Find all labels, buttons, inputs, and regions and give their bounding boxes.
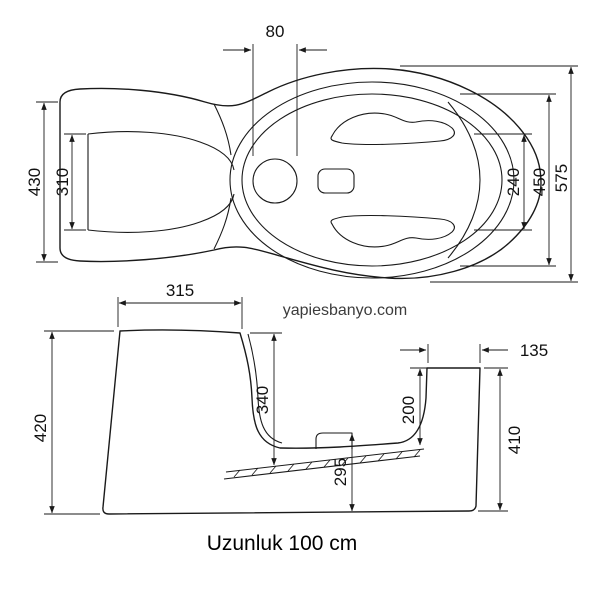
dim-ledge-to-floor-depth: 200: [399, 367, 428, 446]
dim-label-basin-width: 450: [530, 168, 549, 196]
seat-back-contour: [447, 101, 481, 259]
dim-label-right-ledge-width: 135: [520, 341, 548, 360]
dim-label-left-height: 420: [31, 414, 50, 442]
overflow-fitting: [317, 168, 355, 194]
basin-inner-rim: [241, 93, 503, 267]
dim-overall-width: 575: [400, 65, 578, 283]
dim-label-pedestal-top-width: 315: [166, 281, 194, 300]
dim-left-height: 420: [31, 330, 114, 515]
dim-label-drain-to-base-height: 295: [331, 458, 350, 486]
slope-channel-top-line: [225, 448, 425, 473]
lower-jet-contour: [330, 214, 455, 248]
front-view: 315 135 420 410 340: [31, 281, 548, 515]
dim-label-basin-depth: 340: [253, 386, 272, 414]
dim-label-left-outer-width: 430: [25, 168, 44, 196]
dim-pedestal-top-width: 315: [117, 281, 243, 329]
caption-text: Uzunluk 100 cm: [207, 532, 358, 555]
basin-outer-rim: [229, 81, 515, 279]
dim-right-seat-width: 240: [474, 133, 532, 231]
dim-left-inner-width: 310: [53, 133, 86, 231]
dim-right-height: 410: [478, 367, 524, 512]
top-view-outer-outline: [59, 67, 542, 280]
drain-step-detail: [315, 432, 353, 449]
dim-label-left-inner-width: 310: [53, 168, 72, 196]
slope-channel-bottom-line: [223, 455, 421, 480]
waist-join-line-bottom: [213, 197, 232, 250]
dim-label-right-height: 410: [505, 426, 524, 454]
basin-back-wall-contour: [247, 333, 283, 444]
top-view: 80 430 310 240 450: [25, 22, 578, 283]
drain-circle: [252, 158, 298, 204]
watermark-text: yapiesbanyo.com: [283, 302, 408, 319]
dim-drain-diameter: 80: [223, 22, 327, 156]
dim-label-ledge-to-floor-depth: 200: [399, 396, 418, 424]
waist-join-line-top: [213, 103, 232, 156]
dim-basin-width: 450: [460, 93, 556, 267]
dim-basin-depth: 340: [250, 332, 282, 466]
front-view-outline: [102, 329, 481, 515]
dim-label-overall-width: 575: [552, 164, 571, 192]
dim-label-drain-diameter: 80: [266, 22, 285, 41]
dim-right-ledge-width: 135: [400, 341, 548, 363]
upper-jet-contour: [330, 112, 455, 146]
left-deck-inner-rim-bottom: [87, 193, 235, 233]
left-deck-inner-rim-top: [87, 131, 235, 171]
slope-channel-hatching: [233, 449, 421, 478]
dim-left-outer-width: 430: [25, 101, 58, 263]
dim-drain-to-base-height: 295: [331, 433, 355, 512]
dim-label-right-seat-width: 240: [504, 168, 523, 196]
